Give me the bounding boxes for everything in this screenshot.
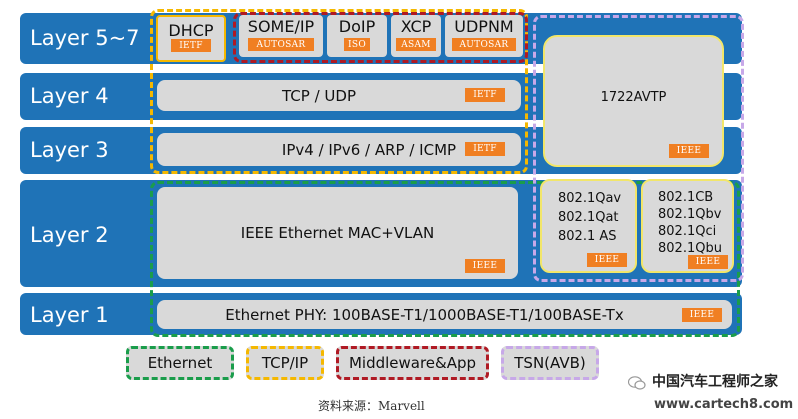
- avb-org-tag: IEEE: [587, 253, 627, 267]
- tsn-group-outline: [533, 15, 744, 282]
- someip-org-tag: AUTOSAR: [248, 38, 314, 51]
- avtp-org-tag: IEEE: [669, 144, 709, 158]
- network-label: IPv4 / IPv6 / ARP / ICMP: [281, 140, 457, 159]
- tcpip-group-outline: [150, 9, 528, 174]
- tsn-std-line-1: 802.1CB: [658, 190, 714, 205]
- udpnm-org-tag: AUTOSAR: [452, 38, 516, 51]
- network-org-tag: IETF: [465, 142, 505, 156]
- middleware-group-outline: [233, 12, 528, 63]
- legend-middleware-label: Middleware&App: [348, 354, 477, 372]
- layer-label-5-7: Layer 5~7: [30, 26, 140, 50]
- watermark-url: www.cartech8.com: [654, 397, 794, 412]
- wechat-icon: [627, 375, 646, 390]
- tsn-std-line-3: 802.1Qci: [658, 224, 717, 239]
- legend-ethernet: Ethernet: [126, 346, 234, 380]
- layer-label-1: Layer 1: [30, 303, 109, 327]
- datalink-box: IEEE Ethernet MAC+VLAN: [157, 187, 518, 279]
- avb-std-line-1: 802.1Qav: [558, 191, 622, 206]
- xcp-label: XCP: [400, 17, 432, 36]
- datalink-label: IEEE Ethernet MAC+VLAN: [240, 224, 435, 242]
- ethernet-group-outline: [150, 181, 740, 337]
- doip-label: DoIP: [338, 17, 376, 36]
- dhcp-label: DHCP: [168, 21, 214, 40]
- xcp-org-tag: ASAM: [396, 38, 436, 51]
- doip-org-tag: ISO: [344, 38, 370, 51]
- avtp-label: 1722AVTP: [600, 89, 667, 105]
- tsn-org-tag: IEEE: [688, 255, 728, 269]
- legend-tsn: TSN(AVB): [501, 346, 599, 380]
- dhcp-org-tag: IETF: [171, 39, 211, 52]
- watermark-title: 中国汽车工程师之家: [652, 374, 778, 390]
- avb-std-line-3: 802.1 AS: [558, 229, 617, 244]
- avb-std-line-2: 802.1Qat: [558, 210, 619, 225]
- legend-tcpip: TCP/IP: [246, 346, 324, 380]
- someip-label: SOME/IP: [247, 17, 315, 36]
- legend-tsn-label: TSN(AVB): [514, 354, 586, 372]
- transport-label: TCP / UDP: [282, 86, 356, 105]
- tsn-std-line-4: 802.1Qbu: [658, 241, 722, 256]
- transport-org-tag: IETF: [465, 88, 505, 102]
- physical-label: Ethernet PHY: 100BASE-T1/1000BASE-T1/100…: [225, 305, 624, 324]
- layer-label-4: Layer 4: [30, 84, 109, 108]
- tsn-std-line-2: 802.1Qbv: [658, 207, 722, 222]
- layer-label-3: Layer 3: [30, 138, 109, 162]
- layer-label-2: Layer 2: [30, 223, 109, 247]
- physical-org-tag: IEEE: [682, 308, 722, 322]
- datalink-org-tag: IEEE: [465, 259, 505, 273]
- physical-box: Ethernet PHY: 100BASE-T1/1000BASE-T1/100…: [157, 300, 732, 329]
- dhcp-box: DHCP: [156, 15, 226, 62]
- legend-tcpip-label: TCP/IP: [261, 354, 309, 372]
- source-caption: 资料来源：Marvell: [318, 399, 425, 413]
- udpnm-label: UDPNM: [454, 17, 514, 36]
- legend-middleware: Middleware&App: [336, 346, 489, 380]
- network-box: IPv4 / IPv6 / ARP / ICMP: [157, 133, 521, 166]
- transport-box: TCP / UDP: [157, 80, 521, 111]
- legend-ethernet-label: Ethernet: [147, 354, 213, 372]
